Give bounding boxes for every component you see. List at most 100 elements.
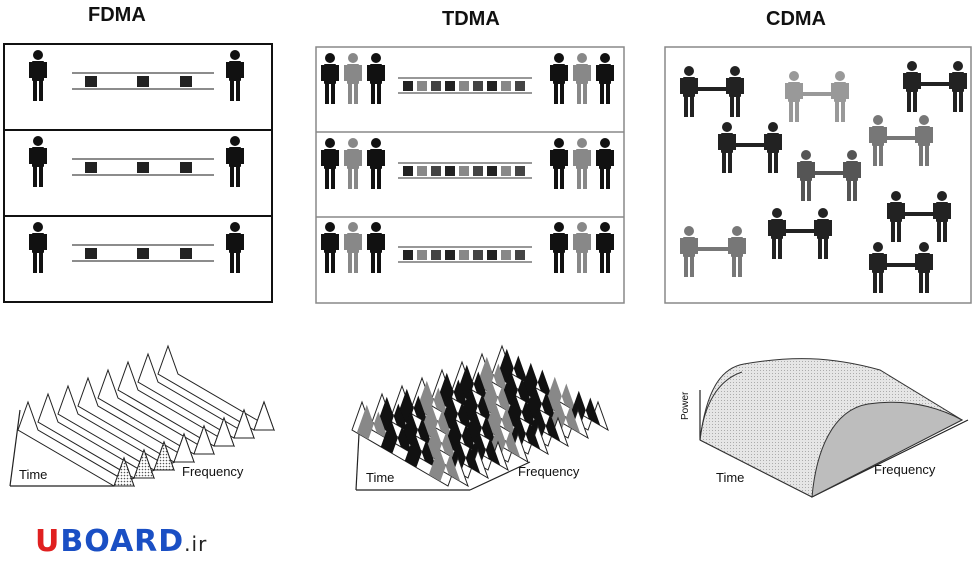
user-icon [949,61,967,112]
user-icon [596,222,614,273]
frequency-slot [85,162,97,173]
time-slot [515,250,525,260]
tdma-slot [420,402,453,438]
time-slot [431,81,441,91]
tdma-slot [476,356,509,392]
frequency-slot [85,76,97,87]
time-slot [431,250,441,260]
fdma-channel-ridge [137,352,255,440]
tdma-slot [416,380,449,416]
user-icon [869,115,887,166]
user-icon [596,138,614,189]
fdma-channels [29,50,244,273]
fdma-channel-ridge [57,384,175,472]
time-slot [515,166,525,176]
user-icon [573,53,591,104]
fdma-channel-ridge [77,376,195,464]
cdma-time-label: Time [716,470,745,485]
user-icon [843,150,861,201]
time-slot [501,81,511,91]
tdma-slot [520,362,553,398]
time-slot [501,250,511,260]
tdma-slot [424,424,457,460]
cdma-power-frequency-time-plot [699,358,969,498]
tdma-slot [356,404,389,440]
cdma-title: CDMA [766,8,826,30]
frequency-slot [180,76,192,87]
time-slot [445,81,455,91]
user-icon [550,138,568,189]
fdma-title: FDMA [88,4,146,26]
user-icon [573,222,591,273]
fdma-channel-row [29,50,244,101]
time-slot [417,81,427,91]
user-icon [226,136,244,187]
cdma-user-pair [869,115,933,166]
tdma-channel-row [321,222,614,273]
time-slot [459,81,469,91]
logo-ir: .ir [184,532,208,556]
cdma-user-pair [797,150,861,201]
cdma-user-pair [680,226,746,277]
user-icon [915,115,933,166]
time-slot [473,166,483,176]
time-slot [417,166,427,176]
logo-u: U [35,524,61,559]
tdma-channel-row [321,53,614,104]
fdma-box [3,43,273,303]
user-icon [596,53,614,104]
user-icon [903,61,921,112]
user-icon [680,66,698,117]
tdma-box [315,46,625,304]
tdma-time-label: Time [366,470,395,485]
tdma-title: TDMA [442,8,500,30]
tdma-slot [464,408,497,444]
frequency-slot [85,248,97,259]
tdma-slot [544,376,577,412]
time-slot [445,250,455,260]
user-icon [344,53,362,104]
tdma-channels [321,53,614,273]
cdma-power-label: Power [680,391,691,420]
tdma-slot [500,370,533,406]
fdma-channel-row [29,222,244,273]
fdma-channel-ridge [117,360,235,448]
user-icon [915,242,933,293]
time-slot [501,166,511,176]
time-slot [431,166,441,176]
fdma-channel-ridge [17,400,135,488]
frequency-slot [137,76,149,87]
tdma-slot [396,388,429,424]
tdma-channel-ridge [391,384,509,472]
frequency-slot [180,248,192,259]
fdma-channel-ridge [37,392,155,480]
user-icon [367,138,385,189]
time-slot [403,250,413,260]
time-slot [445,166,455,176]
user-icon [550,222,568,273]
tdma-frequency-label: Frequency [518,464,580,479]
fdma-channel-ridge [157,344,275,432]
user-icon [680,226,698,277]
cdma-user-pair [680,66,744,117]
cdma-user-pair [785,71,849,122]
user-icon [728,226,746,277]
tdma-slot [440,394,473,430]
user-icon [29,222,47,273]
cdma-user-pair [768,208,832,259]
user-icon [550,53,568,104]
logo-board: BOARD [60,524,185,559]
cdma-spectrum-side [811,401,964,498]
user-icon [321,138,339,189]
user-icon [785,71,803,122]
tdma-slot [460,386,493,422]
tdma-slot [376,396,409,432]
user-icon [887,191,905,242]
user-icon [29,50,47,101]
tdma-slot [484,400,517,436]
user-icon [831,71,849,122]
tdma-slot [444,416,477,452]
tdma-slot [504,392,537,428]
time-slot [403,166,413,176]
fdma-channel-ridge [97,368,215,456]
